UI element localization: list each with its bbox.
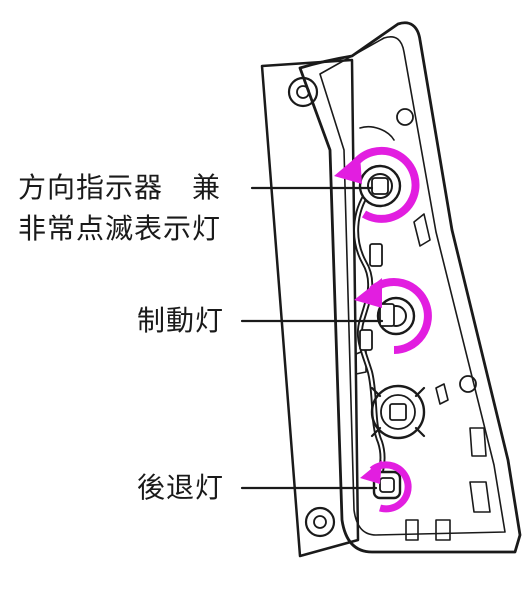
counterclockwise-rotation-arrow-icon xyxy=(360,460,412,513)
reverse-light-label: 後退灯 xyxy=(137,471,225,504)
mounting-boss-lower-inner xyxy=(459,375,477,393)
reverse-light-socket xyxy=(372,470,402,500)
lamp-housing-outline xyxy=(298,21,522,554)
blank-socket-cover xyxy=(370,384,426,440)
turn-signal-socket xyxy=(358,164,402,208)
counterclockwise-rotation-arrow-icon xyxy=(354,278,432,354)
turn-signal-label-line1: 方向指示器 兼 xyxy=(18,171,222,204)
mounting-boss-bottom xyxy=(304,506,336,538)
lamp-housing-inner-rim xyxy=(319,36,506,536)
mounting-boss-top xyxy=(287,76,319,108)
counterclockwise-rotation-arrow-icon xyxy=(334,146,420,223)
mounting-plate xyxy=(260,58,360,558)
brake-light-socket xyxy=(376,296,416,336)
turn-signal-label-line2: 非常点滅表示灯 xyxy=(18,212,222,245)
brake-light-label: 制動灯 xyxy=(137,304,225,337)
mounting-boss-upper-inner xyxy=(396,108,414,126)
